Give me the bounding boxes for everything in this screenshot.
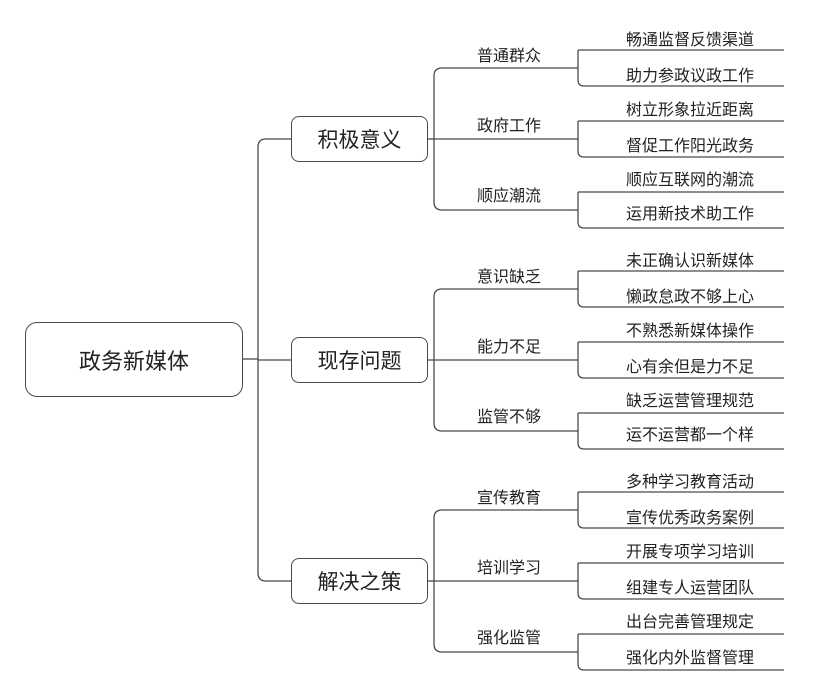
sub-node-government[interactable]: 政府工作 <box>476 116 541 135</box>
sub-node-capability[interactable]: 能力不足 <box>476 337 541 356</box>
leaf-node[interactable]: 顺应互联网的潮流 <box>625 170 754 189</box>
leaf-node[interactable]: 强化内外监督管理 <box>625 648 754 667</box>
leaf-node[interactable]: 助力参政议政工作 <box>625 66 754 85</box>
leaf-node[interactable]: 心有余但是力不足 <box>625 357 754 376</box>
leaf-node[interactable]: 督促工作阳光政务 <box>625 136 754 155</box>
category-node-positive-significance[interactable]: 积极意义 <box>291 116 428 162</box>
leaf-node[interactable]: 缺乏运营管理规范 <box>625 391 754 410</box>
category-node-existing-problems[interactable]: 现存问题 <box>291 337 428 383</box>
leaf-node[interactable]: 树立形象拉近距离 <box>625 100 754 119</box>
sub-node-trend[interactable]: 顺应潮流 <box>476 186 541 205</box>
sub-node-strengthen-supervision[interactable]: 强化监管 <box>476 628 541 647</box>
leaf-node[interactable]: 未正确认识新媒体 <box>625 251 754 270</box>
leaf-node[interactable]: 开展专项学习培训 <box>625 542 754 561</box>
sub-node-supervision[interactable]: 监管不够 <box>476 407 541 426</box>
leaf-node[interactable]: 运不运营都一个样 <box>625 425 754 444</box>
leaf-node[interactable]: 宣传优秀政务案例 <box>625 508 754 527</box>
root-node[interactable]: 政务新媒体 <box>25 322 243 397</box>
leaf-node[interactable]: 懒政怠政不够上心 <box>625 287 754 306</box>
sub-node-awareness[interactable]: 意识缺乏 <box>476 267 541 286</box>
leaf-node[interactable]: 出台完善管理规定 <box>625 612 754 631</box>
leaf-node[interactable]: 畅通监督反馈渠道 <box>625 30 754 49</box>
sub-node-training[interactable]: 培训学习 <box>476 558 541 577</box>
category-node-solutions[interactable]: 解决之策 <box>291 558 428 604</box>
leaf-node[interactable]: 运用新技术助工作 <box>625 204 754 223</box>
leaf-node[interactable]: 组建专人运营团队 <box>625 578 754 597</box>
leaf-node[interactable]: 不熟悉新媒体操作 <box>625 321 754 340</box>
leaf-node[interactable]: 多种学习教育活动 <box>625 472 754 491</box>
sub-node-publicity[interactable]: 宣传教育 <box>476 488 541 507</box>
sub-node-public[interactable]: 普通群众 <box>476 46 541 65</box>
